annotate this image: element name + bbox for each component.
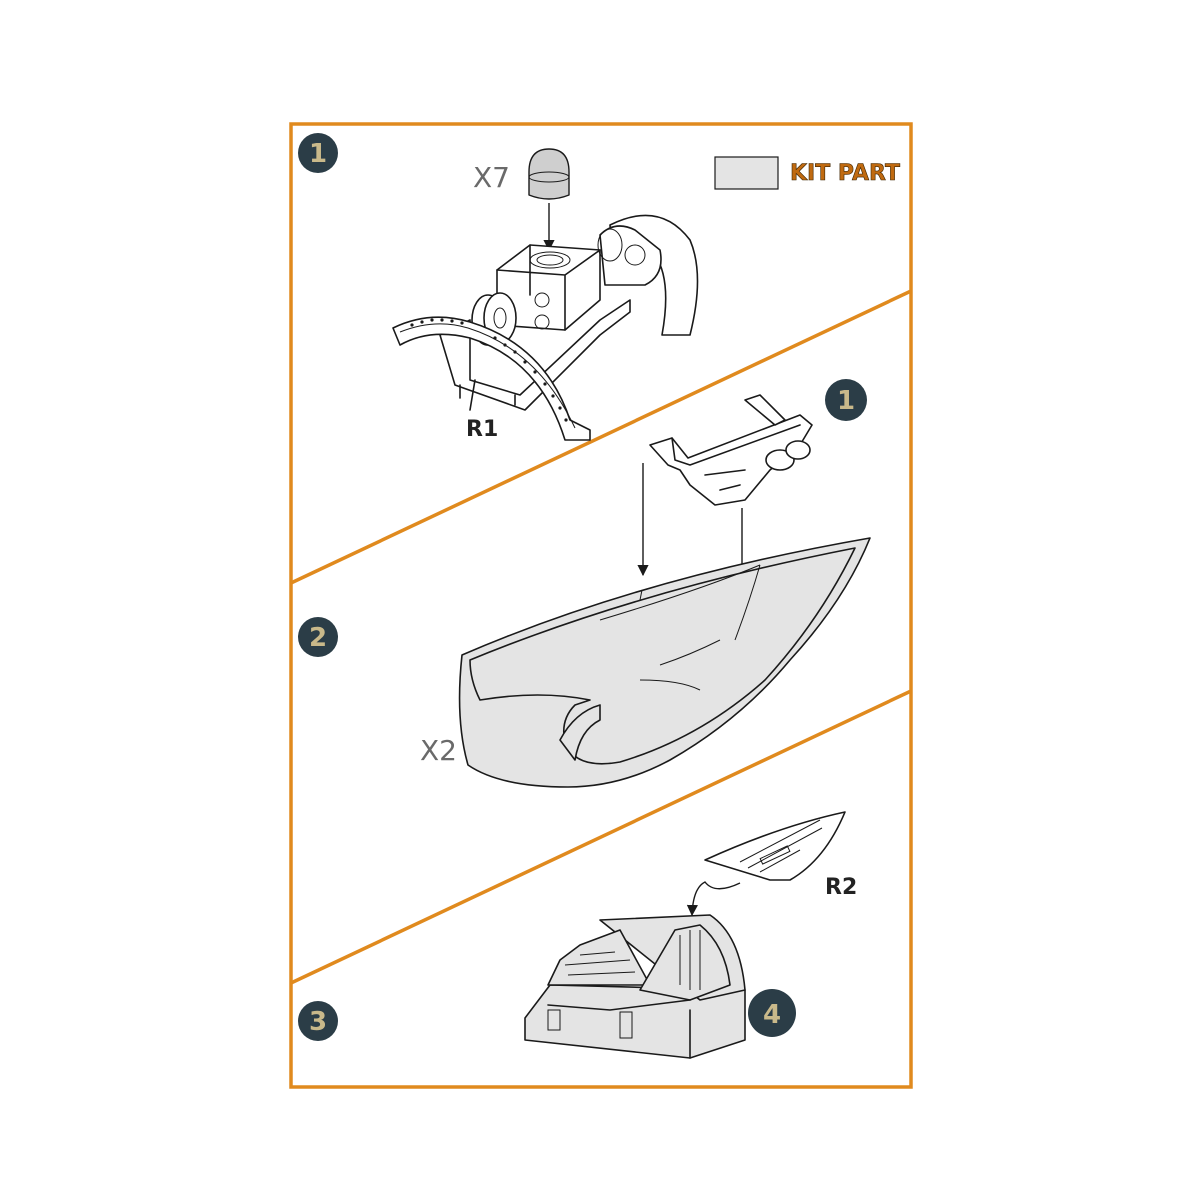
legend-label: KIT PART [790,161,900,186]
divider-1 [290,289,912,585]
step-number: 3 [309,1007,327,1037]
divider-2 [290,689,912,985]
fuselage-half [458,537,871,788]
part-label-r2: R2 [825,875,857,900]
step-badge-1: 1 [298,133,338,173]
legend: KIT PART [714,156,900,190]
reference-number: 4 [763,1000,781,1030]
instruction-frame [289,122,913,1089]
reference-badge-1: 1 [825,379,867,421]
step-number: 2 [309,623,327,653]
cap-part [528,148,570,200]
step-badge-3: 3 [298,1001,338,1041]
mount-assembly [649,394,813,506]
reference-number: 1 [837,386,855,416]
panel-r2 [704,811,846,881]
cockpit-tub [524,914,746,1059]
arrow-r2 [686,881,741,917]
kit-part-swatch [714,156,779,190]
step-number: 1 [309,139,327,169]
gun-mount-r1 [392,214,699,441]
reference-badge-4: 4 [748,989,796,1037]
step-badge-2: 2 [298,617,338,657]
fuselage-quantity: X2 [420,734,457,767]
cap-quantity: X7 [473,161,510,194]
part-label-r1: R1 [466,417,498,442]
